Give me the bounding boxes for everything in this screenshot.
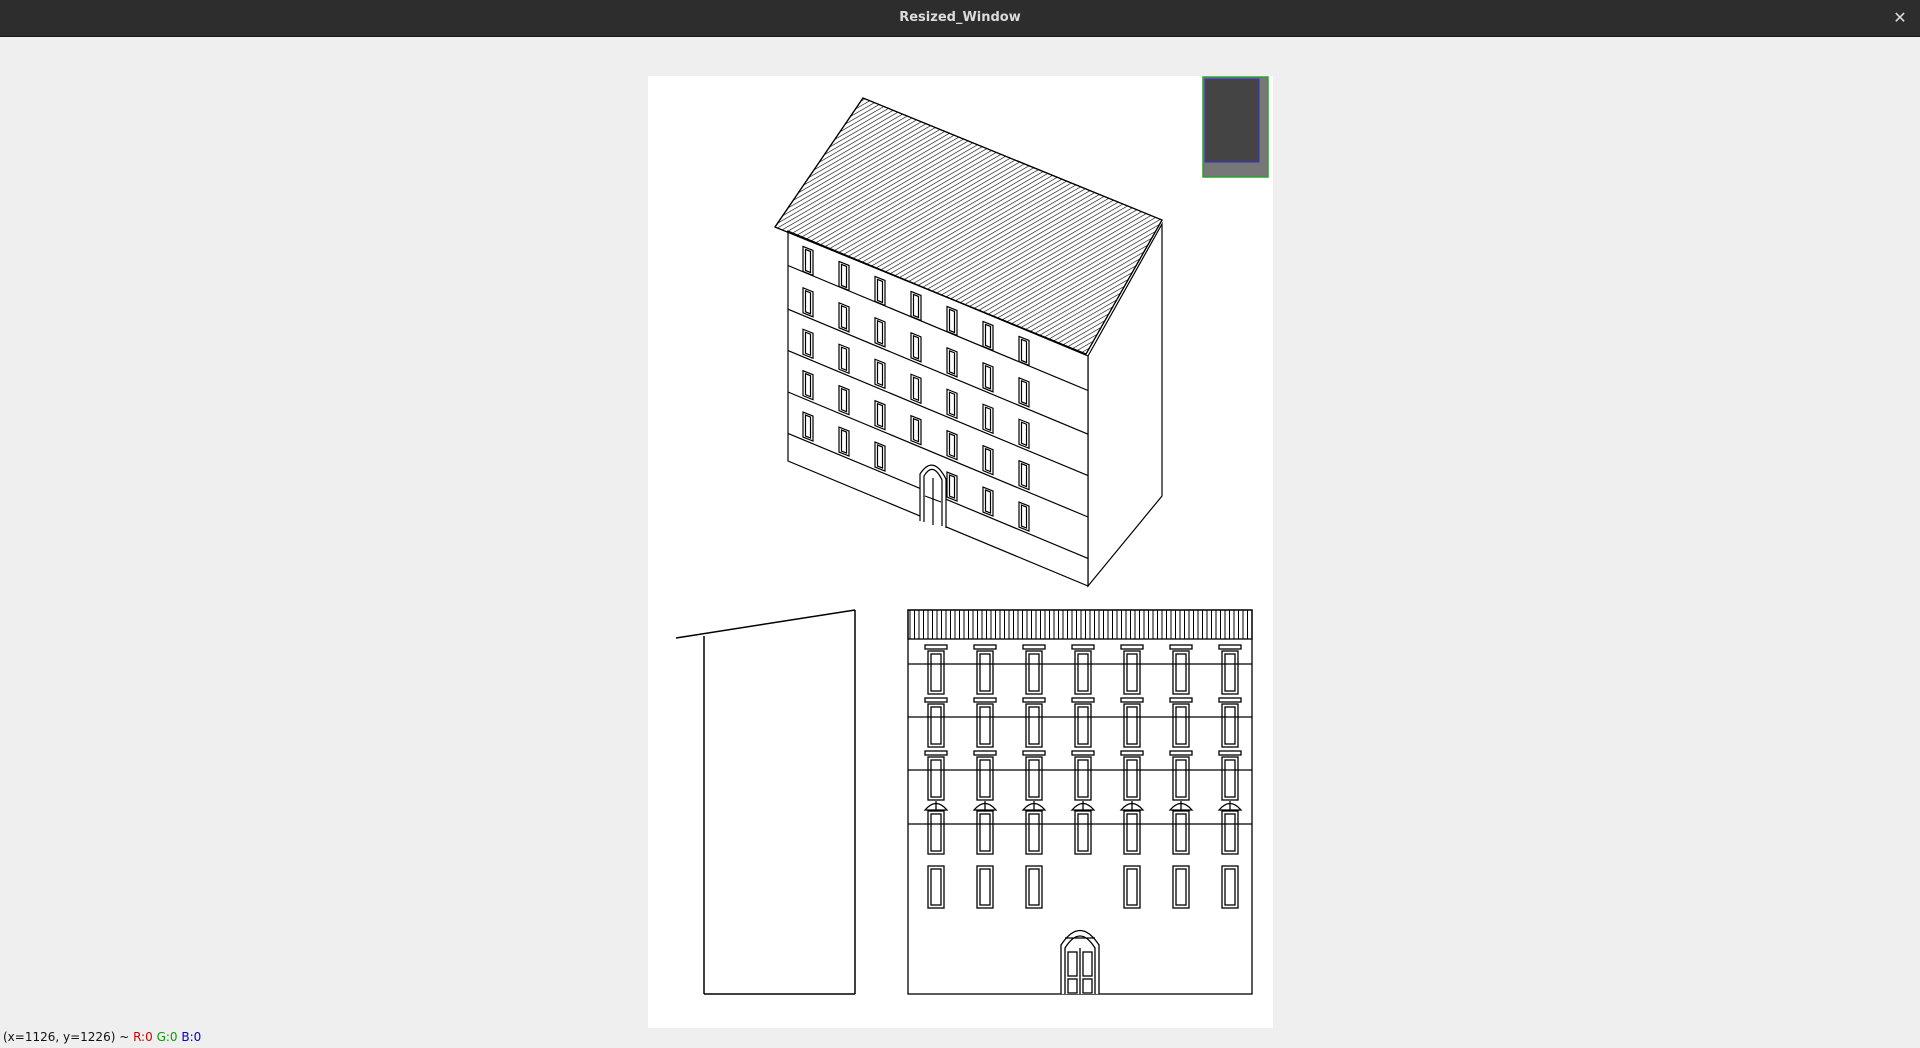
iso-window: [838, 343, 850, 375]
iso-window: [982, 486, 994, 517]
window: [1169, 644, 1193, 695]
window: [973, 750, 997, 801]
window: [1218, 750, 1242, 801]
window: [1123, 865, 1141, 909]
iso-window: [874, 275, 886, 307]
iso-floor-line: [787, 350, 1089, 477]
title-bar: Resized_Window ✕: [0, 0, 1920, 37]
front-elevation: [907, 609, 1253, 995]
iso-windows: [802, 245, 1030, 532]
window: [973, 644, 997, 695]
window: [1120, 697, 1144, 748]
iso-window: [1018, 335, 1030, 367]
window: [1021, 801, 1047, 855]
iso-window: [874, 316, 886, 348]
front-door: [1060, 929, 1100, 994]
iso-window: [946, 471, 958, 502]
iso-window: [910, 373, 922, 405]
iso-window: [838, 301, 850, 333]
iso-window: [802, 245, 814, 277]
window: [1168, 801, 1194, 855]
window: [1071, 644, 1095, 695]
iso-window: [1018, 418, 1030, 450]
window: [973, 697, 997, 748]
window: [1221, 865, 1239, 909]
iso-window: [838, 260, 850, 292]
iso-window: [946, 305, 958, 337]
front-floor-bands: [908, 663, 1252, 825]
image-panel[interactable]: [648, 76, 1273, 1028]
pixel-g-value: G:0: [156, 1030, 178, 1044]
iso-window: [874, 358, 886, 390]
side-elevation: [675, 609, 856, 995]
iso-window: [982, 403, 994, 435]
window: [924, 697, 948, 748]
iso-window: [874, 441, 886, 472]
iso-floor-line: [787, 264, 1089, 392]
status-separator: ~: [115, 1030, 134, 1044]
window: [1022, 644, 1046, 695]
image-canvas[interactable]: [0, 37, 1920, 1028]
iso-window: [982, 444, 994, 476]
window: [1172, 865, 1190, 909]
window: [1022, 697, 1046, 748]
iso-window: [910, 290, 922, 322]
window: [927, 865, 945, 909]
window: [1169, 697, 1193, 748]
window: [923, 801, 949, 855]
iso-window: [802, 328, 814, 360]
building-drawing: [675, 76, 1269, 995]
iso-window: [838, 384, 850, 416]
iso-floor-line: [787, 391, 1089, 518]
window: [972, 801, 998, 855]
iso-window: [1018, 501, 1030, 532]
window: [1071, 697, 1095, 748]
window: [1119, 801, 1145, 855]
iso-window: [802, 369, 814, 401]
iso-window: [982, 320, 994, 352]
iso-window: [802, 411, 814, 442]
cursor-coords: (x=1126, y=1226): [3, 1030, 116, 1044]
window: [1217, 801, 1243, 855]
iso-window: [910, 331, 922, 363]
window: [1120, 644, 1144, 695]
window: [1120, 750, 1144, 801]
window: [1022, 750, 1046, 801]
iso-window: [1018, 459, 1030, 491]
iso-floor-bands: [787, 264, 1089, 559]
window: [1218, 697, 1242, 748]
front-windows: [923, 644, 1243, 909]
iso-window: [1018, 376, 1030, 408]
pixel-r-value: R:0: [133, 1030, 153, 1044]
iso-window: [874, 399, 886, 431]
window-title: Resized_Window: [899, 10, 1021, 25]
window: [1070, 801, 1096, 855]
close-icon[interactable]: ✕: [1893, 8, 1907, 27]
window: [924, 644, 948, 695]
window: [976, 865, 994, 909]
iso-window: [982, 361, 994, 393]
status-bar: (x=1126, y=1226) ~ R:0 G:0 B:0: [0, 1026, 1920, 1048]
iso-door: [919, 464, 947, 528]
minimap-thumbnail: [1202, 76, 1269, 178]
iso-window: [946, 346, 958, 378]
front-parapet: [907, 609, 1253, 640]
window: [1071, 750, 1095, 801]
isometric-view: [774, 97, 1163, 588]
iso-window: [946, 429, 958, 461]
window: [1025, 865, 1043, 909]
iso-window: [946, 388, 958, 420]
window: [1218, 644, 1242, 695]
iso-window: [802, 286, 814, 318]
iso-floor-line: [787, 308, 1089, 435]
window: [924, 750, 948, 801]
window: [1169, 750, 1193, 801]
pixel-b-value: B:0: [181, 1030, 202, 1044]
iso-window: [838, 426, 850, 457]
iso-window: [910, 414, 922, 446]
